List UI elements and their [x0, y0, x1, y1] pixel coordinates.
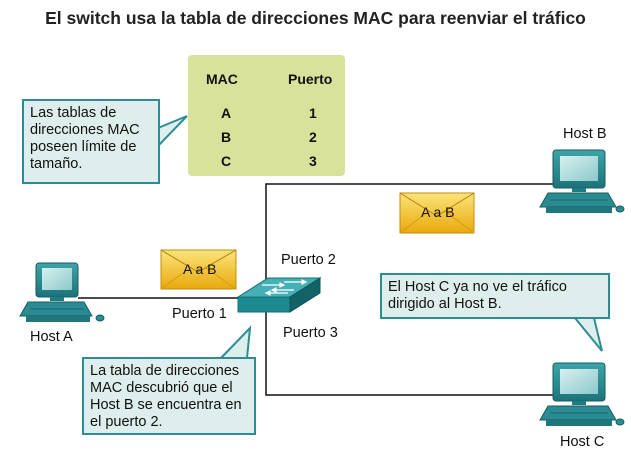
port-cell: 2	[309, 129, 317, 145]
computer-icon	[539, 362, 625, 426]
port-column-header: Puerto	[288, 71, 333, 87]
frame-envelope-icon	[399, 192, 475, 234]
callout-line: El Host C ya no ve el tráfico	[388, 279, 567, 295]
host-c-label: Host C	[560, 434, 605, 450]
callout-mac-learned: La tabla de direcciones MAC descubrió qu…	[82, 357, 256, 435]
mac-cell: C	[221, 153, 232, 169]
host-a-label: Host A	[30, 329, 73, 345]
mac-cell: A	[221, 105, 232, 121]
port-cell: 3	[309, 153, 317, 169]
callout-line: Las tablas de	[30, 105, 117, 121]
callout-pointer-table	[157, 115, 188, 149]
callout-line: La tabla de direcciones	[90, 363, 240, 379]
callout-line: tamaño.	[30, 156, 83, 172]
callout-line: el puerto 2.	[90, 414, 163, 430]
callout-pointer-learned	[218, 325, 252, 359]
mac-column-header: MAC	[206, 71, 238, 87]
callout-line: Host B se encuentra en	[90, 397, 242, 413]
motion-trail-1	[80, 254, 160, 281]
link-switch-host-b	[265, 183, 553, 288]
callout-line: poseen límite de	[30, 139, 137, 155]
port-2-label: Puerto 2	[281, 252, 336, 268]
port-cell: 1	[309, 105, 317, 121]
host-b-label: Host B	[563, 126, 607, 142]
callout-table-limit: Las tablas de direcciones MAC poseen lím…	[22, 99, 160, 184]
frame-envelope-icon	[160, 249, 237, 290]
frame-label: A a B	[183, 261, 217, 277]
computer-icon	[19, 262, 105, 322]
port-3-label: Puerto 3	[283, 325, 338, 341]
mac-cell: B	[221, 129, 232, 145]
computer-icon	[539, 149, 625, 213]
callout-line: MAC descubrió que el	[90, 380, 233, 396]
frame-label: A a B	[421, 204, 455, 220]
callout-line: dirigido al Host B.	[388, 296, 502, 312]
callout-host-c: El Host C ya no ve el tráfico dirigido a…	[380, 273, 610, 319]
callout-line: direcciones MAC	[30, 122, 140, 138]
motion-trail-2	[330, 197, 400, 224]
callout-pointer-hostc	[572, 317, 603, 352]
link-switch-host-c	[265, 312, 553, 396]
network-links	[78, 183, 553, 396]
mac-address-table: MAC Puerto A 1 B 2 C 3	[188, 55, 345, 176]
port-1-label: Puerto 1	[172, 306, 227, 322]
switch-icon	[236, 277, 322, 313]
diagram-title: El switch usa la tabla de direcciones MA…	[45, 8, 586, 28]
